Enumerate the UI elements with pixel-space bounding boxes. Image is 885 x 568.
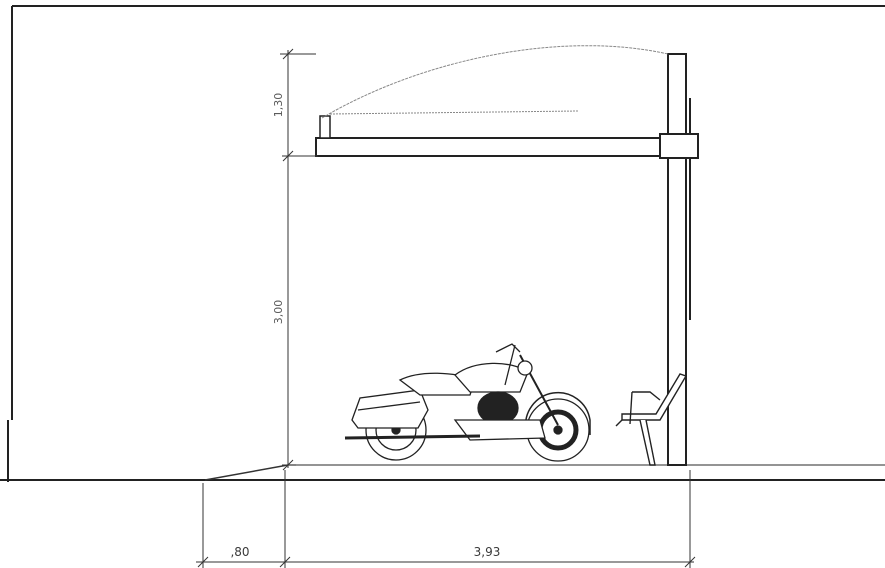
steel-column bbox=[667, 53, 687, 466]
vertical-dimension bbox=[280, 48, 318, 471]
roof-height-label: 1,30 bbox=[272, 93, 285, 118]
horizontal-dimension bbox=[196, 470, 696, 568]
roof-inner-line bbox=[329, 110, 579, 115]
roof-post bbox=[319, 115, 331, 139]
motorcycle-illustration bbox=[344, 343, 591, 462]
column-height-label: 3,00 bbox=[272, 300, 285, 325]
bay-width-label: 3,93 bbox=[474, 545, 501, 559]
offset-width-label: ,80 bbox=[230, 545, 249, 559]
ramp-line bbox=[204, 464, 289, 481]
building-wall-outline bbox=[0, 5, 885, 482]
roof-arc bbox=[321, 45, 669, 119]
canopy-beam bbox=[315, 133, 699, 159]
bench-illustration bbox=[615, 373, 688, 466]
